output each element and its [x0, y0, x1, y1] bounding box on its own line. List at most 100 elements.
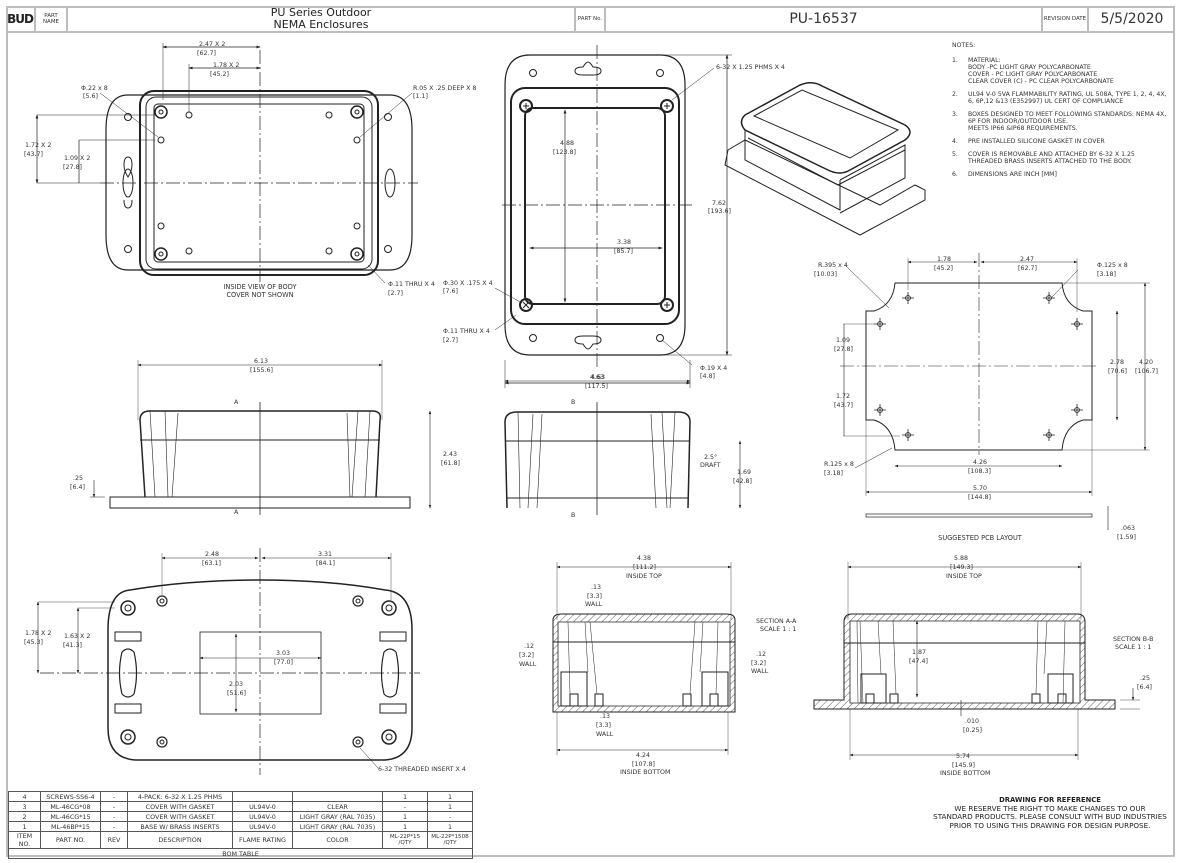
note-item: 4.PRE INSTALLED SILICONE GASKET IN COVER [952, 138, 1105, 145]
svg-text:[3.3]: [3.3] [587, 593, 602, 600]
svg-text:.063: .063 [1121, 525, 1135, 532]
svg-text:INSIDE BOTTOM: INSIDE BOTTOM [940, 770, 990, 777]
svg-text:[145.9]: [145.9] [952, 762, 975, 769]
svg-text:R.05 X .25 DEEP X 8: R.05 X .25 DEEP X 8 [413, 85, 476, 92]
svg-text:B: B [571, 512, 575, 519]
part-name-value: PU Series Outdoor NEMA Enclosures [68, 6, 576, 31]
svg-text:.25: .25 [1140, 675, 1150, 682]
pcb-layout-view [840, 253, 1150, 530]
svg-text:.12: .12 [756, 651, 766, 658]
note-item: 3.BOXES DESIGNED TO MEET FOLLOWING STAND… [952, 111, 1167, 132]
svg-text:[108.3]: [108.3] [968, 468, 991, 475]
svg-text:2.47 X 2: 2.47 X 2 [199, 41, 225, 48]
svg-text:5.74: 5.74 [956, 753, 970, 760]
svg-text:[27.8]: [27.8] [834, 346, 853, 353]
note-item: 1.MATERIAL: BODY -PC LIGHT GRAY POLYCARB… [952, 57, 1114, 85]
svg-text:DRAFT: DRAFT [700, 462, 721, 469]
svg-text:[193.6]: [193.6] [708, 208, 731, 215]
svg-text:R.395 x 4: R.395 x 4 [818, 262, 848, 269]
svg-text:[43.7]: [43.7] [834, 402, 853, 409]
svg-text:2.48: 2.48 [205, 551, 219, 558]
svg-text:[62.7]: [62.7] [1018, 265, 1037, 272]
svg-text:[45.3]: [45.3] [24, 639, 43, 646]
svg-text:1.69: 1.69 [737, 469, 751, 476]
svg-text:2.78: 2.78 [1110, 359, 1124, 366]
svg-text:.010: .010 [965, 718, 979, 725]
svg-text:[3.3]: [3.3] [596, 722, 611, 729]
svg-text:[117.5]: [117.5] [585, 383, 608, 390]
svg-text:[45.2]: [45.2] [934, 265, 953, 272]
svg-text:3.38: 3.38 [617, 239, 631, 246]
end-view [504, 379, 742, 515]
table-row: 4 SCREWS-SS6-4 - 4-PACK: 6-32 X 1.25 PHM… [8, 791, 473, 802]
note-item: 2.UL94 V-0 5VA FLAMMABILITY RATING, UL 5… [952, 91, 1167, 105]
svg-text:2.47: 2.47 [1020, 256, 1034, 263]
svg-text:INSIDE BOTTOM: INSIDE BOTTOM [620, 769, 670, 776]
svg-text:4.63: 4.63 [591, 374, 605, 381]
svg-text:[62.7]: [62.7] [197, 50, 216, 57]
pcb-layout-caption: SUGGESTED PCB LAYOUT [938, 534, 1022, 542]
svg-text:4.26: 4.26 [973, 459, 987, 466]
part-name-label: PART NAME [36, 6, 68, 31]
svg-text:Φ.11 THRU X 4: Φ.11 THRU X 4 [443, 328, 490, 335]
svg-text:[27.8]: [27.8] [63, 164, 82, 171]
svg-text:[5.6]: [5.6] [83, 93, 98, 100]
svg-text:1.87: 1.87 [912, 649, 926, 656]
svg-text:[7.6]: [7.6] [443, 288, 458, 295]
svg-text:[85.7]: [85.7] [614, 248, 633, 255]
svg-text:[43.7]: [43.7] [24, 151, 43, 158]
svg-text:Φ.19 X 4: Φ.19 X 4 [700, 365, 727, 372]
svg-text:4.63: 4.63 [590, 374, 604, 381]
bottom-view [36, 548, 420, 775]
svg-text:1.09 X 2: 1.09 X 2 [64, 155, 90, 162]
svg-text:1.78: 1.78 [937, 256, 951, 263]
svg-text:[144.8]: [144.8] [968, 494, 991, 501]
svg-text:4.88: 4.88 [560, 140, 574, 147]
svg-text:[70.6]: [70.6] [1108, 368, 1127, 375]
svg-text:2.03: 2.03 [229, 681, 243, 688]
svg-text:3.31: 3.31 [318, 551, 332, 558]
svg-text:4.38: 4.38 [637, 555, 651, 562]
svg-text:[123.8]: [123.8] [553, 149, 576, 156]
svg-text:[51.6]: [51.6] [227, 690, 246, 697]
inside-view-body [35, 43, 418, 284]
svg-text:[111.2]: [111.2] [633, 564, 656, 571]
svg-text:4.20: 4.20 [1139, 359, 1153, 366]
reference-disclaimer: DRAWING FOR REFERENCE WE RESERVE THE RIG… [933, 796, 1167, 830]
svg-text:7.62: 7.62 [712, 200, 726, 207]
svg-text:INSIDE TOP: INSIDE TOP [946, 573, 982, 580]
svg-text:6-32 X 1.25 PHMS X 4: 6-32 X 1.25 PHMS X 4 [716, 64, 785, 71]
svg-text:R.125 x 8: R.125 x 8 [824, 461, 854, 468]
bud-logo: BUD [6, 6, 36, 31]
notes-panel: NOTES: 1.MATERIAL: BODY -PC LIGHT GRAY P… [952, 42, 1167, 184]
svg-text:[3.18]: [3.18] [824, 470, 843, 477]
svg-text:4.24: 4.24 [636, 752, 650, 759]
svg-text:[45.2]: [45.2] [210, 71, 229, 78]
note-item: 5.COVER IS REMOVABLE AND ATTACHED BY 6-3… [952, 151, 1135, 165]
svg-text:1.63 X 2: 1.63 X 2 [64, 633, 90, 640]
svg-text:[149.3]: [149.3] [950, 564, 973, 571]
svg-text:[84.1]: [84.1] [316, 560, 335, 567]
svg-text:WALL: WALL [751, 668, 769, 675]
side-view [90, 360, 432, 515]
svg-text:1.72 X 2: 1.72 X 2 [25, 142, 51, 149]
svg-text:[106.7]: [106.7] [1135, 368, 1158, 375]
svg-text:Φ.125 x 8: Φ.125 x 8 [1097, 262, 1128, 269]
bom-table: 4 SCREWS-SS6-4 - 4-PACK: 6-32 X 1.25 PHM… [8, 791, 473, 859]
svg-text:1.72: 1.72 [836, 393, 850, 400]
svg-text:SCALE 1 : 1: SCALE 1 : 1 [760, 626, 796, 633]
svg-text:.25: .25 [73, 475, 83, 482]
svg-text:[77.0]: [77.0] [274, 659, 293, 666]
top-view-cover [494, 45, 732, 388]
part-no-label: PART No. [576, 6, 606, 31]
notes-heading: NOTES: [952, 42, 976, 49]
drawing-sheet-border [6, 6, 1175, 857]
svg-text:6.13: 6.13 [254, 358, 268, 365]
dimension-labels: 2.47 X 2 [62.7] 1.78 X 2 [45.2] Φ.22 x 8… [24, 41, 1158, 777]
section-a-a [552, 562, 736, 755]
svg-text:[42.8]: [42.8] [733, 478, 752, 485]
